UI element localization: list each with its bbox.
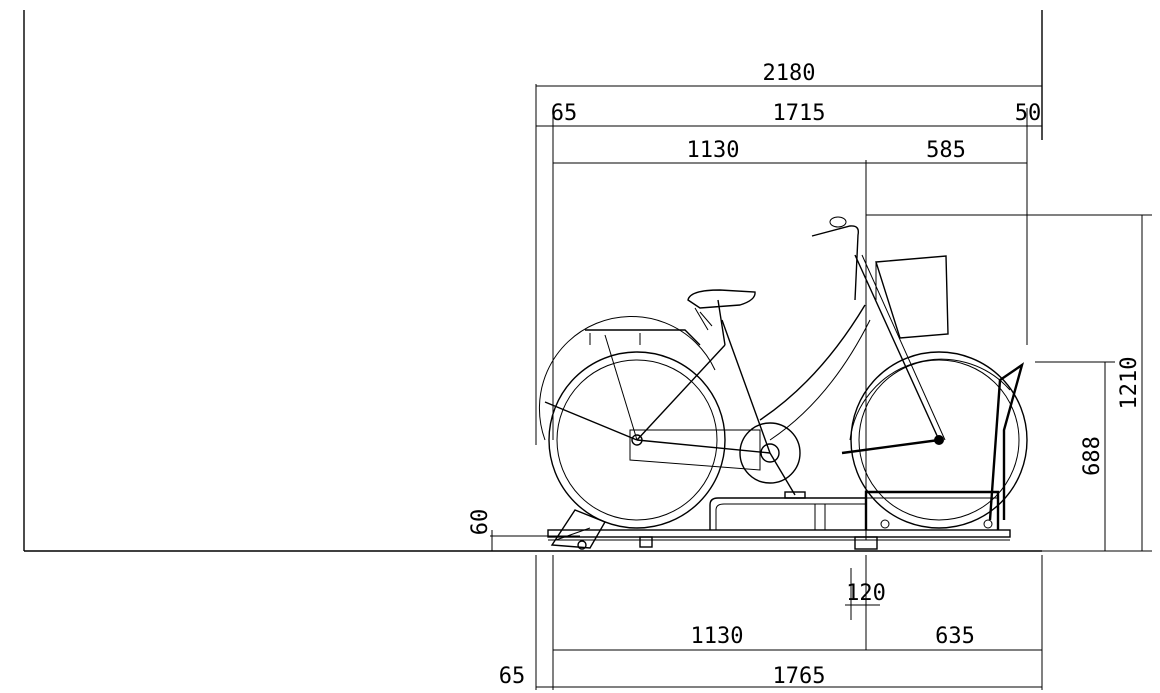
chain-stay [636,439,771,454]
front-basket [875,255,949,339]
dim-right-offset: 50 [1015,101,1042,126]
front-wheel-stopper [988,362,1025,521]
dim-left-offset-top: 65 [551,101,578,126]
dim-front-top: 585 [926,138,966,163]
front-fender [849,358,1011,441]
dim-rail-width: 120 [846,581,886,606]
saddle [687,289,756,309]
dim-left-offset-bottom: 65 [499,664,526,689]
seat-stay [636,344,726,441]
handlebar [811,225,860,301]
side-rail [709,497,866,530]
pedal [784,491,806,499]
dim-step-height: 60 [468,509,493,536]
rear-carrier [585,329,701,346]
bicycle [538,216,1028,529]
chainring [739,422,801,484]
dim-rack-height: 688 [1080,436,1105,476]
front-wheel-tray [864,490,1000,530]
dim-front-bottom: 635 [935,624,975,649]
rear-fender [538,316,716,441]
rack-foot [854,536,878,550]
rack-base-plate [547,529,1011,538]
right-dimensions [866,214,1152,552]
dim-base-length: 1765 [773,664,826,689]
parking-rack [547,362,1025,550]
dim-wheelbase-bottom: 1130 [691,624,744,649]
dim-main-span: 1715 [773,101,826,126]
down-tube [759,304,866,421]
top-dimensions [535,84,1043,540]
rear-wheel [548,351,726,529]
bottom-dimensions [535,555,1043,690]
chain-guard [629,429,761,471]
seat-tube [721,319,771,454]
front-wheel [850,351,1028,529]
kickstand [841,438,940,455]
dim-wheelbase-top: 1130 [687,138,740,163]
dim-total-height: 1210 [1117,357,1142,410]
dim-total-width: 2180 [763,61,816,86]
step-dimension [490,530,580,551]
fork [854,254,940,441]
